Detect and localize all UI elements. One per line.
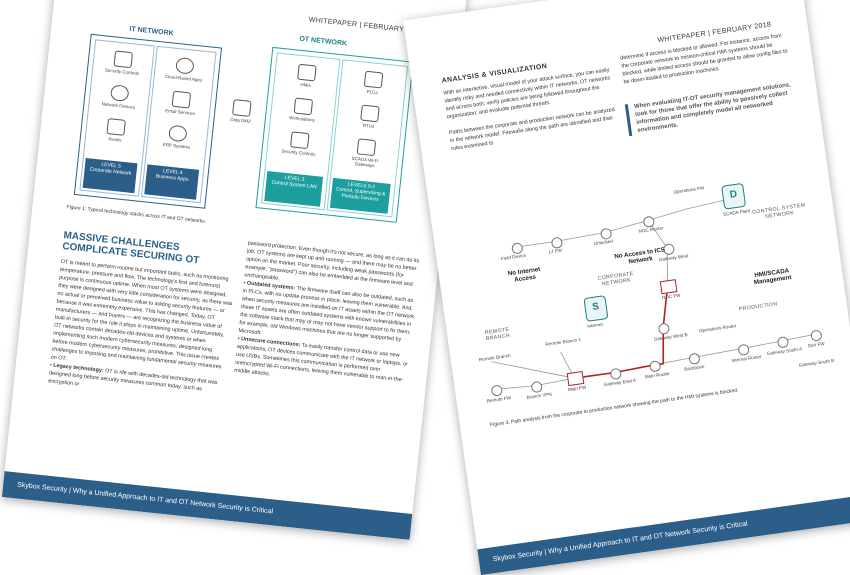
scada-gateways-item: SCADA Wi-Fi Gateways [342,137,389,169]
data-dmz: Data DMZ [218,98,264,125]
right-page: WHITEPAPER | FEBRUARY 2018 ANALYSIS & VI… [402,0,850,575]
left-page: WHITEPAPER | FEBRUARY 2018 IT NETWORK OT… [1,0,469,540]
main-fw-icon [566,370,585,387]
noc-fw-icon [659,279,678,295]
internet-pin-icon: S [583,295,609,322]
envelope-icon [171,90,192,109]
network-icon [109,84,130,103]
plc-icon [363,70,384,89]
gear-icon [168,124,188,143]
gateway-icon [356,138,377,157]
security-controls-item: Security Controls [100,49,146,76]
ot-network-box: HMIs Workstations Security Controls LEVE… [255,46,414,223]
cloud-apps-item: Cloud-Based Apps [161,56,207,83]
figure-caption: Figure 1: Typical technology stacks acro… [66,204,207,225]
body-column-2: password protection. Even though it's no… [234,240,420,384]
ot-security-controls-item: Security Controls [276,130,322,157]
hmi-icon [297,63,317,82]
erp-item: ERP Systems [154,123,200,150]
workstation-icon [293,97,314,116]
rtu-icon [360,104,380,123]
email-item: Email Services [158,89,204,116]
page-footer: Skybox Security | Why a Unified Approach… [1,471,413,540]
it-network-box: Security Controls Network Devices Assets… [73,33,223,209]
body-column-1: OT is meant to perform routine but impor… [47,258,233,393]
workstations-item: Workstations [280,96,326,123]
flame-shield-icon [113,50,134,69]
ot-network-title: OT NETWORK [298,35,348,48]
path-diagram-lines [491,198,816,390]
plcs-item: PLCs [350,69,396,96]
scada-pin-icon: D [721,182,747,210]
cloud-icon [175,56,195,75]
it-network-title: IT NETWORK [129,25,174,38]
rtus-item: RTUs [347,103,393,130]
hmis-item: HMIs [283,62,329,89]
network-devices-item: Network Devices [96,83,142,110]
firewall-icon [232,99,252,117]
flame-shield-icon [289,131,310,150]
level02-column: PLCs RTUs SCADA Wi-Fi Gateways LEVELS 0-… [326,59,409,218]
assets-item: Assets [93,117,139,144]
monitor-icon [106,118,126,136]
